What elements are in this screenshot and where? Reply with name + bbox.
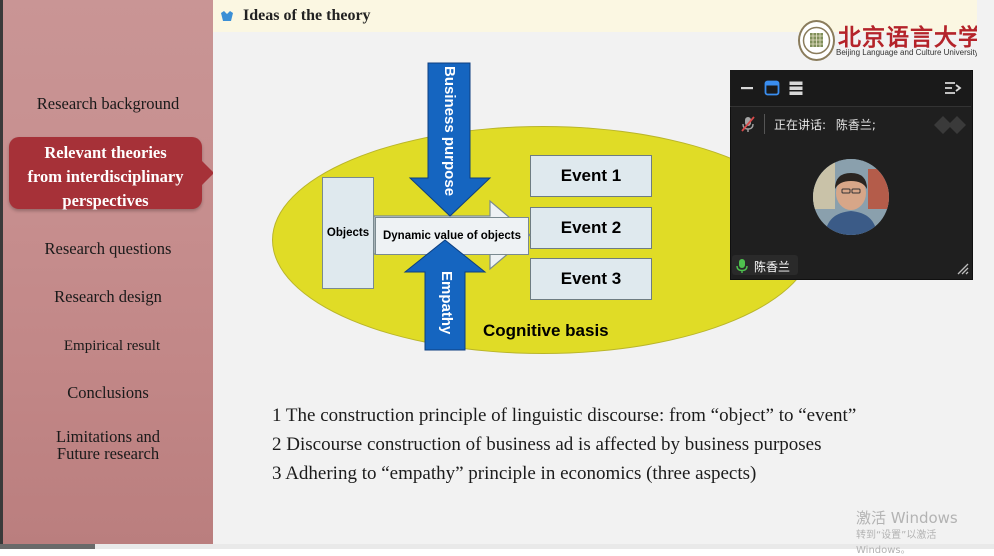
participant-name: 陈香兰 (754, 260, 791, 274)
point-2: 2 Discourse construction of business ad … (272, 434, 822, 455)
collapse-panel-icon[interactable] (944, 80, 962, 96)
university-logo-english: Beijing Language and Culture University (836, 48, 979, 57)
empathy-label: Empathy (438, 271, 455, 335)
nav-item-relevant-theories-label: Relevant theories from interdisciplinary… (27, 143, 184, 210)
event-box-2: Event 2 (530, 207, 652, 249)
video-window-toolbar (730, 70, 971, 106)
mic-active-icon (736, 259, 748, 273)
slide-title: Ideas of the theory (243, 7, 371, 24)
empathy-arrow (403, 239, 487, 351)
speaker-name: 陈香兰; (835, 118, 876, 132)
list-icon[interactable] (788, 80, 804, 96)
objects-box: Objects (322, 177, 374, 289)
event-box-3: Event 3 (530, 258, 652, 300)
nav-item-limitations[interactable]: Limitations and Future research (55, 427, 161, 463)
video-window-divider (730, 106, 971, 107)
nav-item-research-questions[interactable]: Research questions (44, 239, 172, 258)
signal-decor-icon (934, 116, 966, 134)
minimize-icon[interactable] (740, 82, 754, 94)
nav-item-conclusions[interactable]: Conclusions (67, 383, 149, 402)
business-purpose-arrow (408, 62, 492, 217)
activate-windows-watermark: 激活 Windows (856, 509, 958, 527)
participant-name-tag (732, 255, 798, 275)
point-3: 3 Adhering to “empathy” principle in eco… (272, 463, 757, 484)
business-purpose-label: Business purpose (441, 66, 458, 197)
nav-item-empirical-result[interactable]: Empirical result (63, 338, 161, 354)
window-frame-bottom (0, 544, 994, 549)
resize-grip-icon[interactable] (956, 262, 969, 275)
event-box-1: Event 1 (530, 155, 652, 197)
university-logo-chinese: 北京语言大学 (838, 24, 982, 51)
speaking-prefix: 正在讲话: (774, 118, 827, 132)
nav-item-research-background[interactable]: Research background (36, 94, 180, 113)
window-frame-right (977, 0, 994, 549)
nav-item-research-design[interactable]: Research design (54, 287, 162, 306)
window-frame-left (0, 0, 3, 549)
activate-windows-hint: 转到“设置”以激活 Windows。 (856, 530, 937, 556)
speaking-divider (764, 114, 765, 134)
taskbar-sliver (0, 544, 95, 549)
nav-item-relevant-theories[interactable]: Relevant theories from interdisciplinary… (9, 137, 202, 210)
mic-muted-icon (741, 116, 755, 132)
participant-avatar (813, 159, 889, 235)
university-seal-icon (798, 20, 835, 61)
bullet-icon (221, 11, 233, 21)
cognitive-basis-label: Cognitive basis (483, 321, 609, 340)
point-1: 1 The construction principle of linguist… (272, 405, 857, 426)
current-speaker-text: 正在讲话: 陈香兰; (774, 116, 876, 133)
layout-icon[interactable] (764, 80, 780, 96)
slide-header-bar (213, 0, 977, 32)
slide-nav-sidebar: Research background Relevant theories fr… (3, 0, 214, 549)
